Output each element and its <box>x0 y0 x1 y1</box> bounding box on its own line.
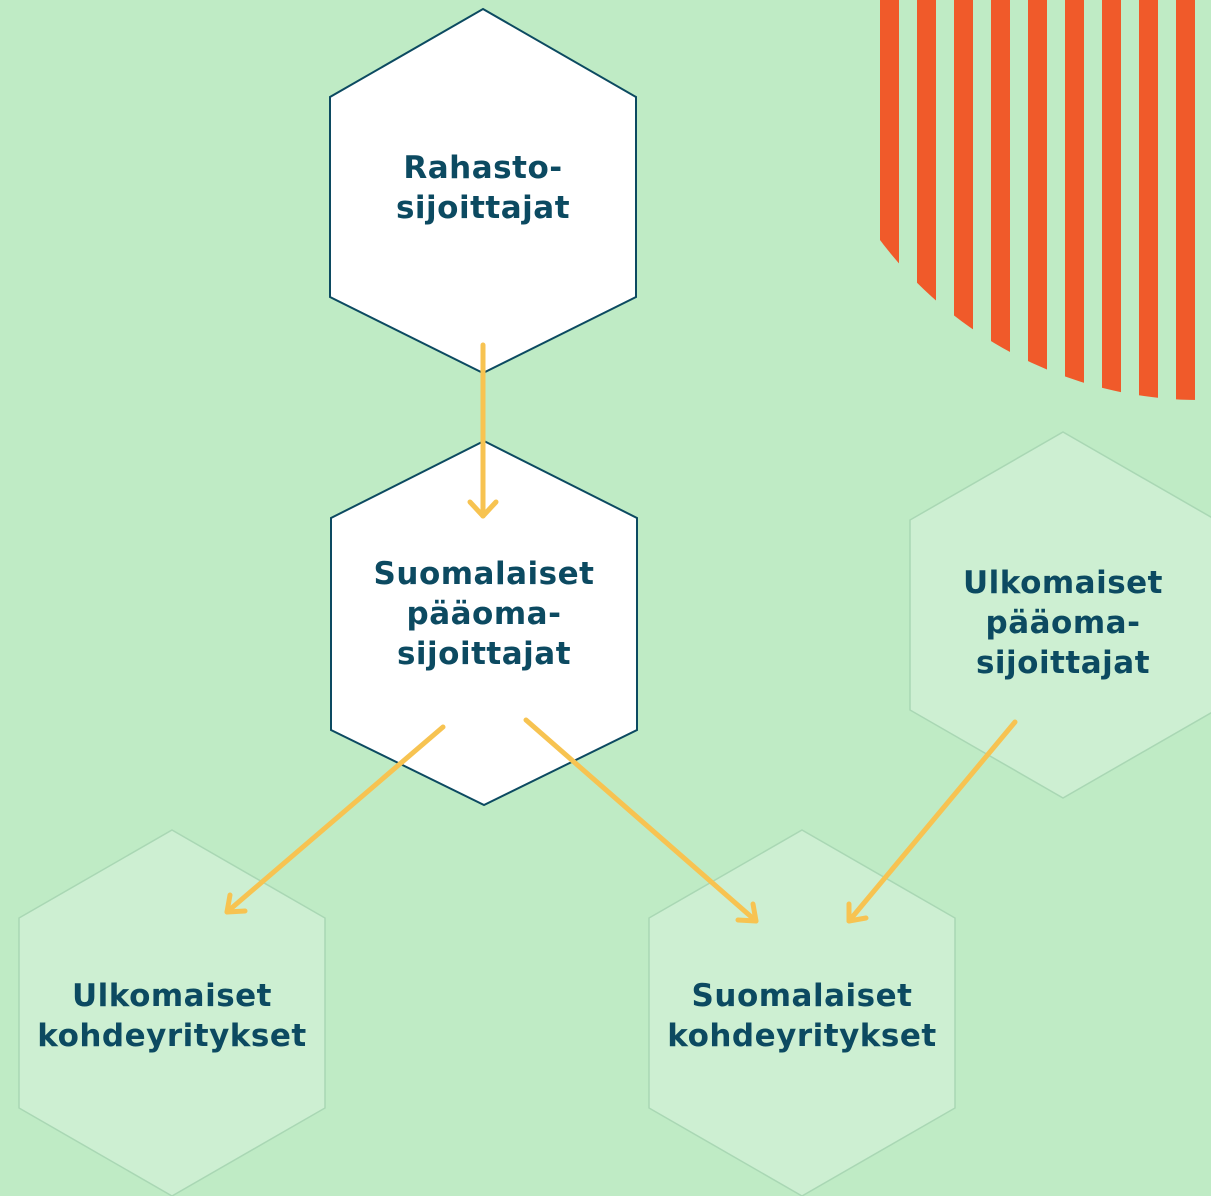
decor-stripe <box>880 0 899 400</box>
node-label-domestic-pe-investors: Suomalaiset pääoma- sijoittajat <box>373 556 595 672</box>
arrow-foreign-pe-to-domestic-targets <box>846 719 1018 924</box>
arrow-fund-to-domestic-pe <box>467 342 499 519</box>
node-label-fund-investors: Rahasto- sijoittajat <box>395 150 571 226</box>
decor-stripe <box>1176 0 1195 400</box>
hexagon-foreign-pe-investors <box>909 431 1211 799</box>
node-label-foreign-targets: Ulkomaiset kohdeyritykset <box>37 978 307 1054</box>
decor-stripe <box>917 0 936 400</box>
node-label-domestic-targets: Suomalaiset kohdeyritykset <box>667 978 937 1054</box>
arrow-domestic-pe-to-domestic-targets <box>523 717 759 924</box>
decor-stripe <box>1102 0 1121 400</box>
decor-stripe <box>954 0 973 400</box>
decor-stripe <box>991 0 1010 400</box>
node-label-foreign-pe-investors: Ulkomaiset pääoma- sijoittajat <box>962 565 1164 681</box>
decor-stripe <box>1139 0 1158 400</box>
decor-stripe <box>1028 0 1047 400</box>
hexagon-foreign-targets <box>18 829 326 1196</box>
arrow-domestic-pe-to-foreign-targets <box>224 724 446 915</box>
hexagon-domestic-pe-investors <box>330 439 638 807</box>
hexagon-domestic-targets <box>648 829 956 1196</box>
decor-stripe <box>1065 0 1084 400</box>
decorative-stripes <box>880 0 1195 400</box>
